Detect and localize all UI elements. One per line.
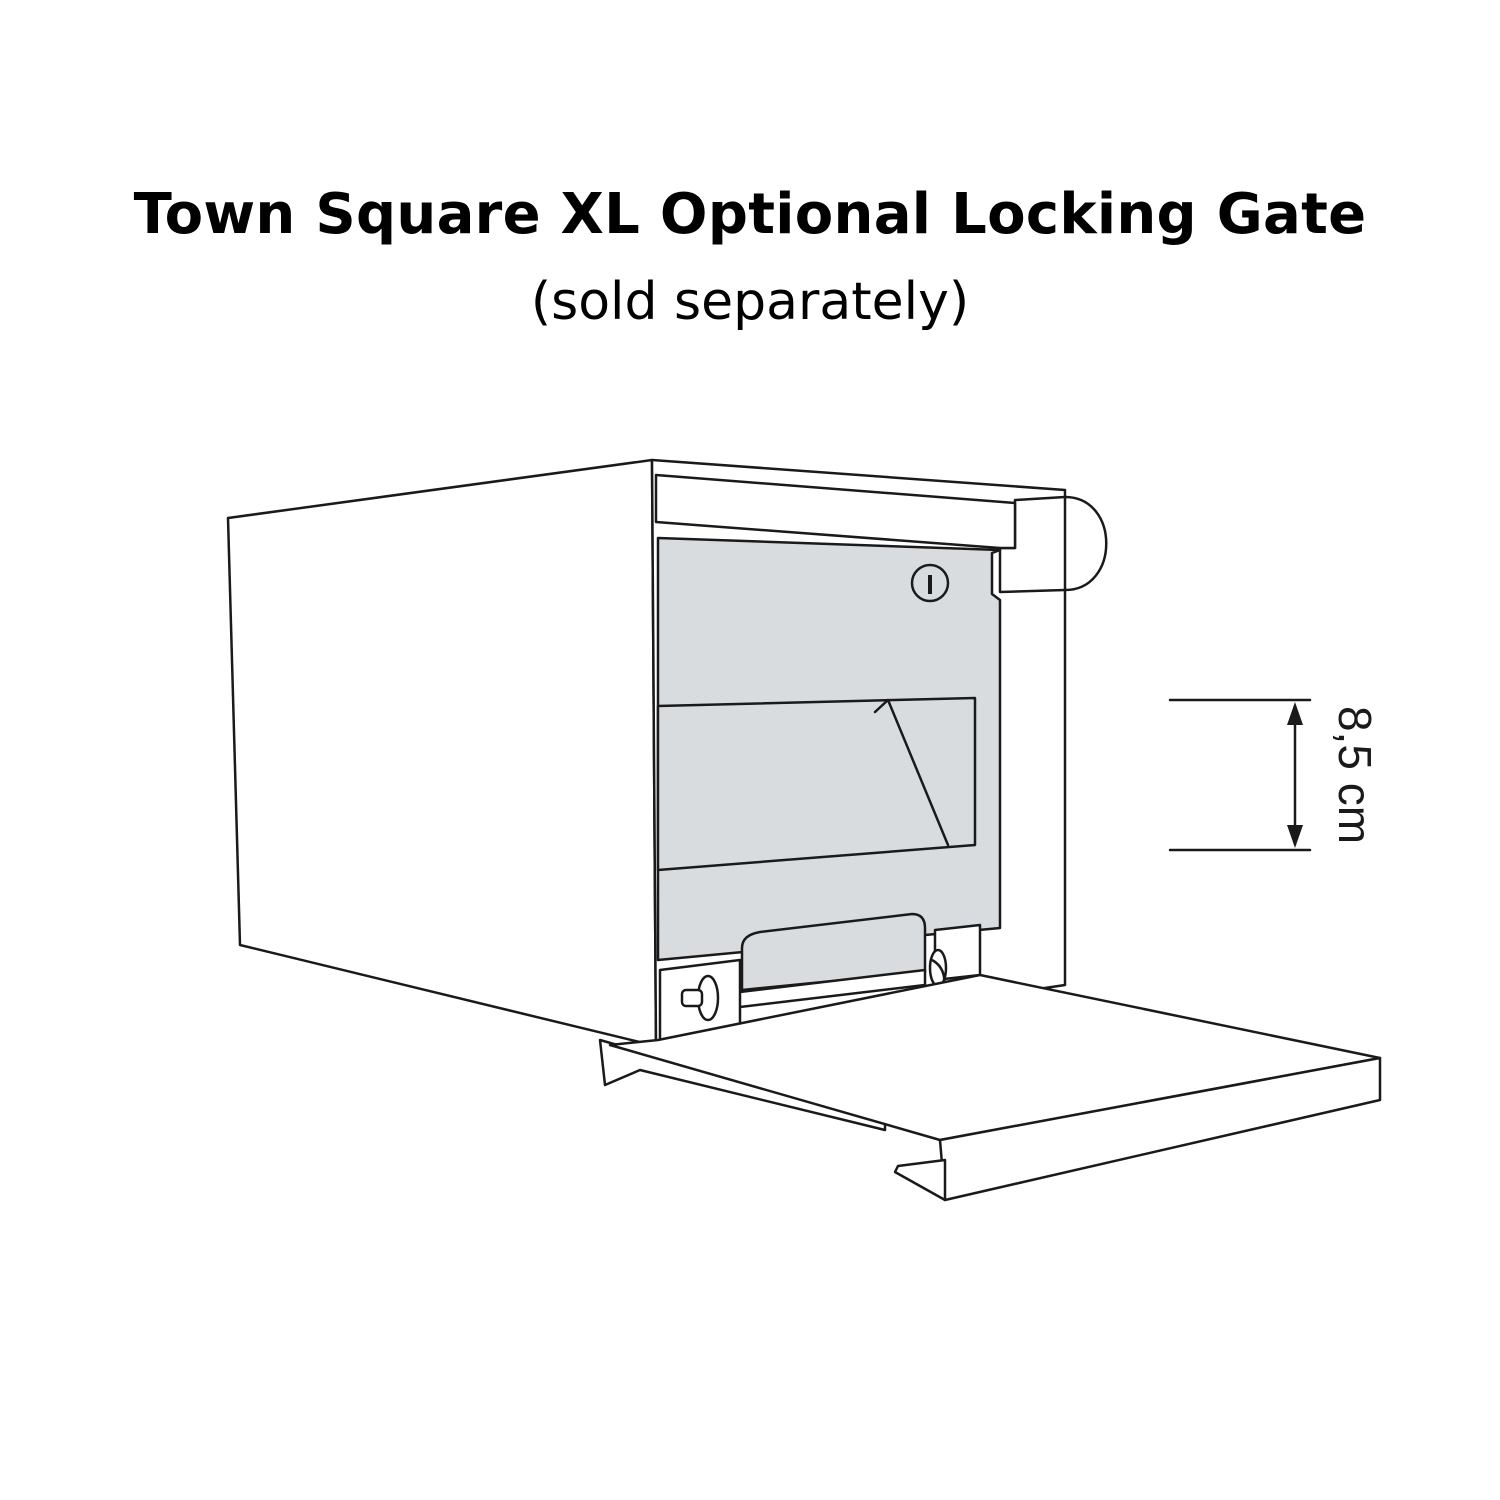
dimension-marker (1168, 698, 1312, 852)
top-rail (654, 473, 1017, 550)
hinge-tab (740, 912, 927, 992)
diagram-subtitle: (sold separately) (530, 272, 970, 332)
keyhole-icon (910, 563, 950, 603)
arrow-up-icon (1287, 702, 1303, 725)
diagram-title: Town Square XL Optional Locking Gate (133, 182, 1367, 247)
tray-tab (893, 1158, 947, 1202)
mail-slot (656, 696, 977, 872)
mailbox-side-face (226, 458, 658, 1048)
handle (998, 495, 1108, 594)
dimension-label: 8,5 cm (1329, 705, 1381, 845)
arrow-down-icon (1287, 825, 1303, 848)
hinge-bolt-left-icon (680, 974, 720, 1022)
